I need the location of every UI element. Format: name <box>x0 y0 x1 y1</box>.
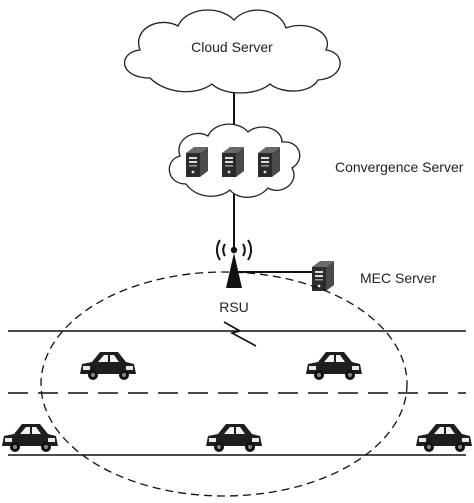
wireless-link-icon <box>223 321 257 347</box>
cloud-icon <box>123 9 341 94</box>
convergence-server-label: Convergence Server <box>335 159 464 175</box>
server-icon <box>258 147 280 177</box>
mec-server-label: MEC Server <box>360 270 437 286</box>
cloud-server: Cloud Server <box>123 9 341 94</box>
antenna-icon <box>215 239 253 288</box>
car-icon <box>205 423 263 453</box>
rsu-coverage-area <box>40 271 408 497</box>
server-icon <box>222 147 244 177</box>
convergence-server: Convergence Server <box>168 123 464 198</box>
car-icon <box>1 423 59 453</box>
server-icon <box>186 147 208 177</box>
rsu: RSU <box>215 239 253 315</box>
car-icon <box>79 351 137 381</box>
car-icon <box>415 423 473 453</box>
rsu-label: RSU <box>219 299 249 315</box>
mec-server: MEC Server <box>312 261 437 291</box>
cloud-server-label: Cloud Server <box>191 39 273 55</box>
car-icon <box>305 351 363 381</box>
